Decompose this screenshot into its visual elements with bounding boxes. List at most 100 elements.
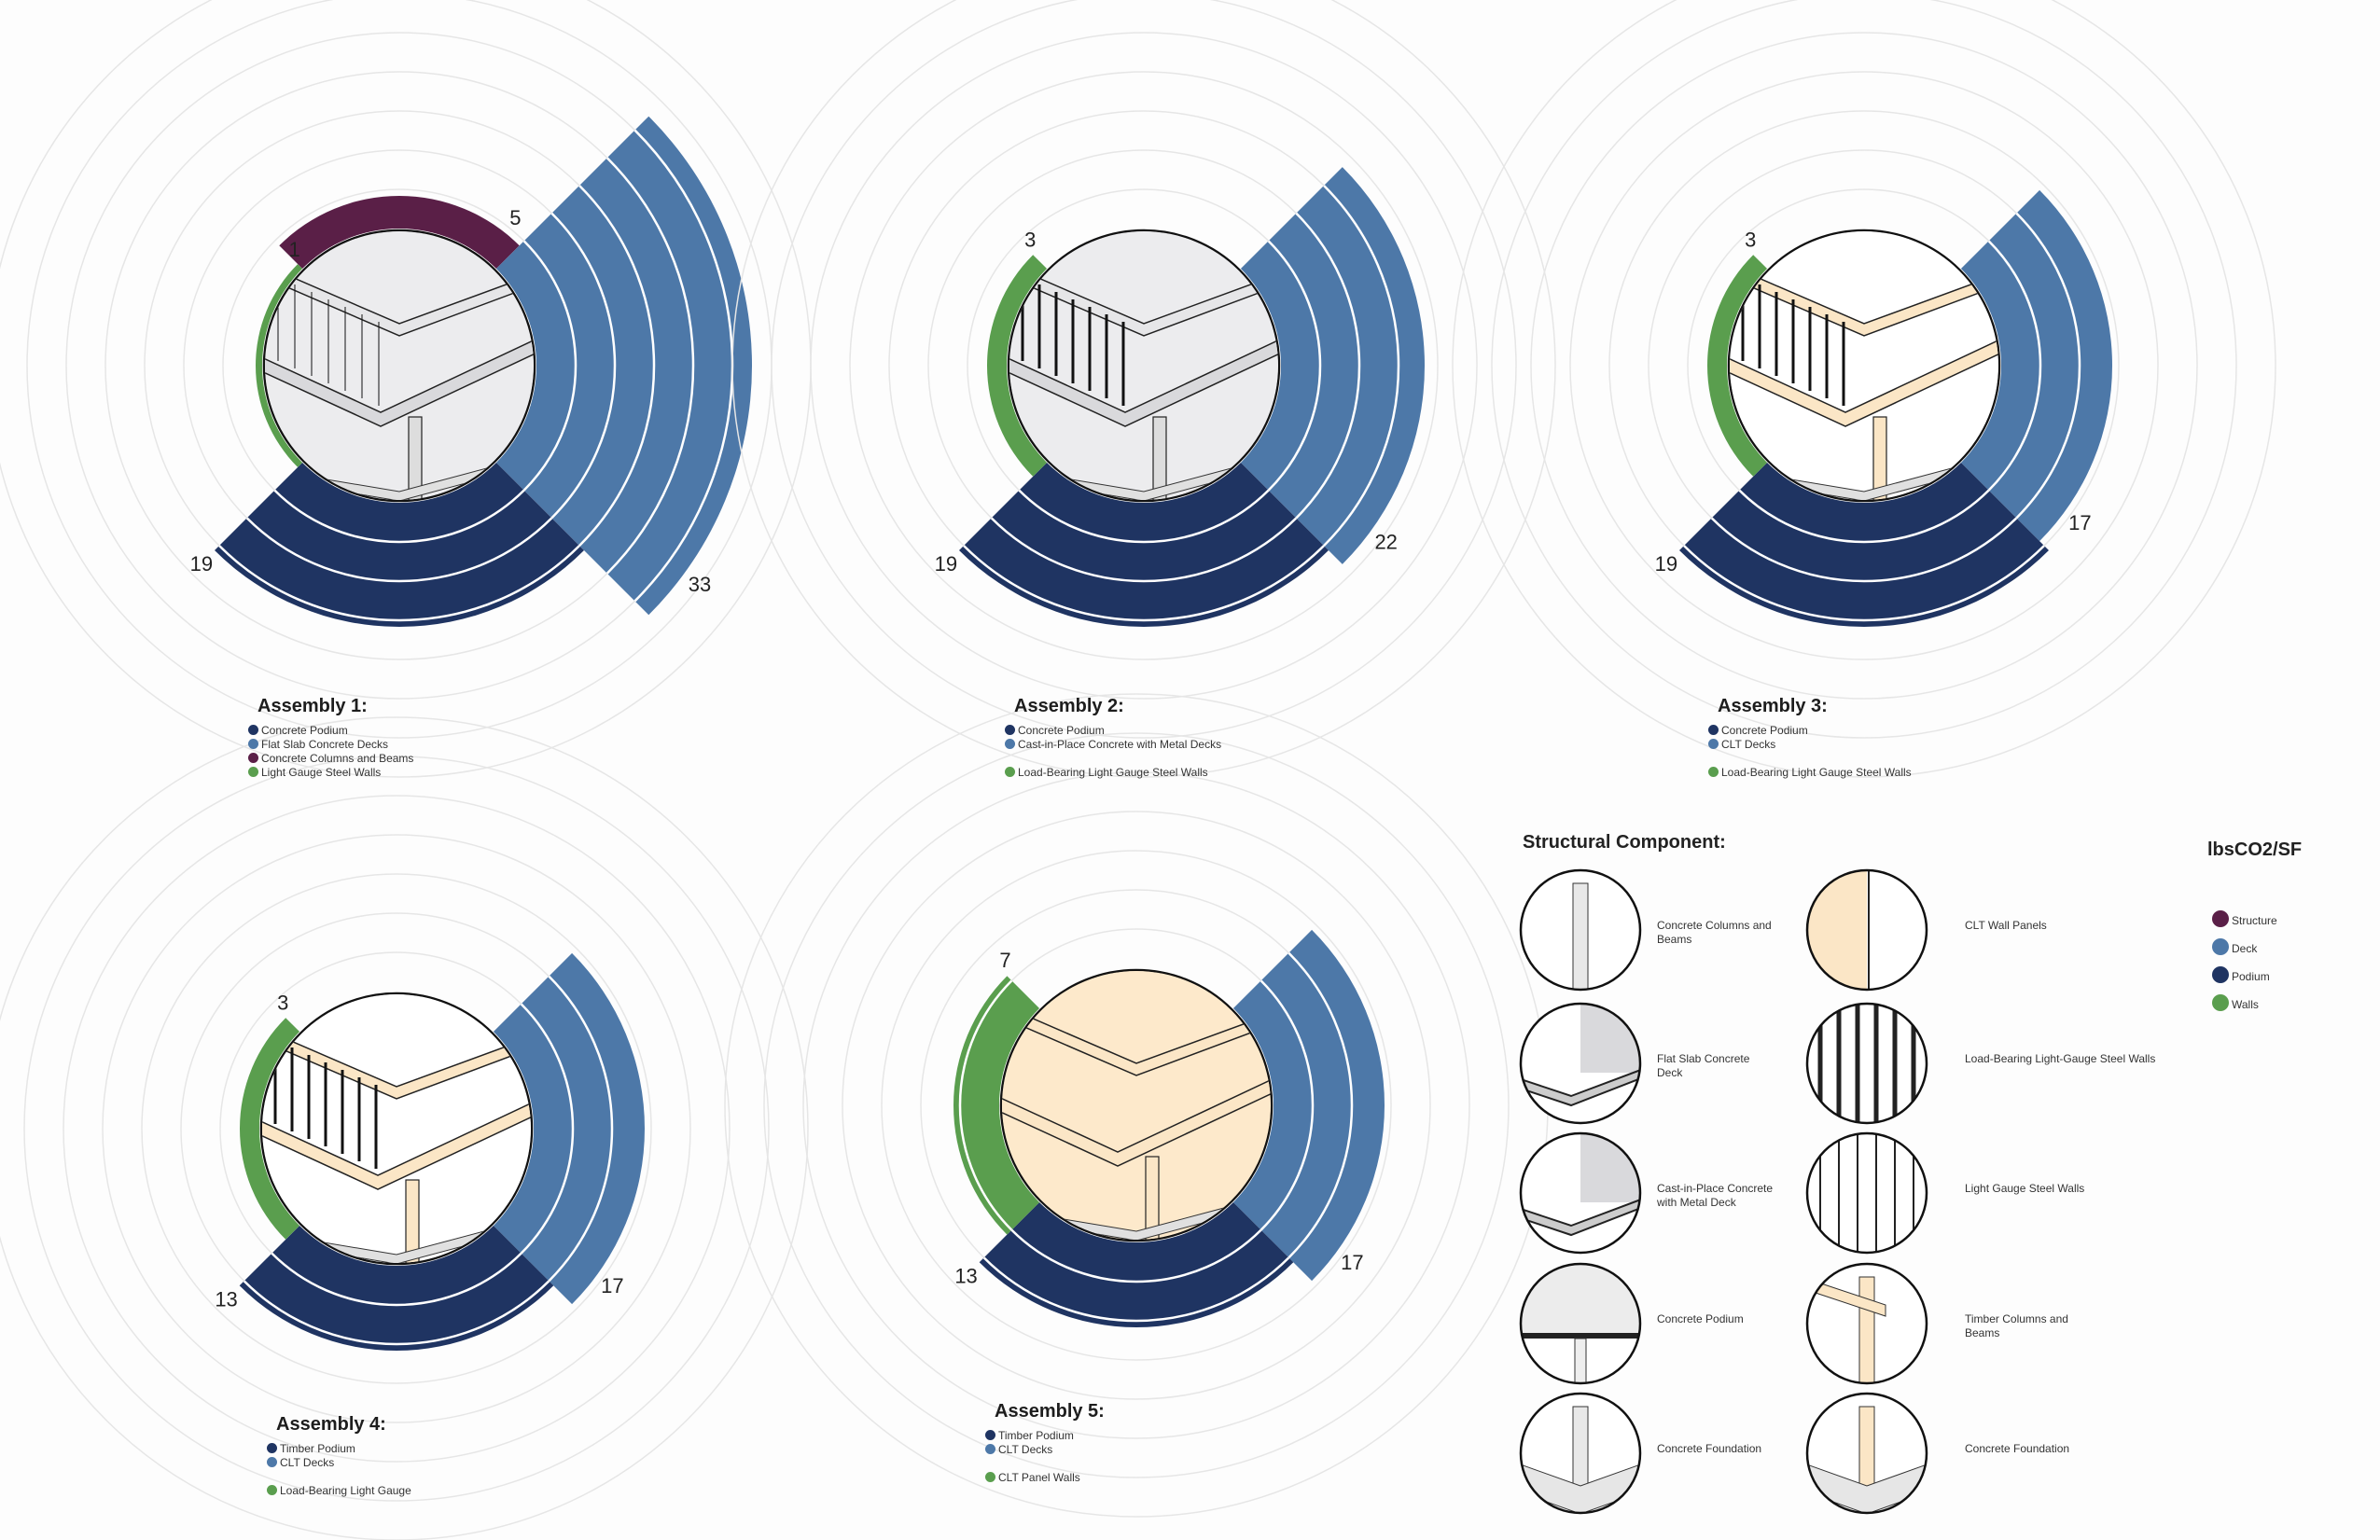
component-label: Cast-in-Place Concrete with Metal Deck [1657,1182,1774,1209]
component-label: Timber Columns and Beams [1965,1312,2068,1339]
assembly-title: Assembly 3: [1718,696,1828,716]
podium-dot-icon [2212,966,2229,983]
grid-ring [802,771,1470,1439]
legend-item: Concrete Podium [248,723,413,737]
assembly-title: Assembly 2: [1014,696,1124,716]
band-divider [1738,489,1990,544]
band-divider [548,975,614,1283]
bar-podium [239,1225,554,1351]
bar-podium [1679,462,2049,628]
legend-item: Flat Slab Concrete Decks [248,737,413,751]
component-label: Concrete Columns and Beams [1657,919,1772,946]
podium-dot-icon [267,1443,277,1453]
bar-podium [215,462,584,628]
radial-chart-assembly-4 [0,716,809,1540]
band-divider [218,545,580,622]
value-label-podium: 19 [1655,552,1677,576]
value-label-deck: 17 [601,1274,623,1297]
radial-chart-assembly-1 [0,0,812,778]
band-divider [522,240,578,492]
bar-walls [256,264,303,467]
walls-dot-icon [2212,994,2229,1011]
value-label-walls: 1 [288,238,299,261]
steel-wall-icon [1805,1131,1928,1255]
timber-foundation-icon [1805,1392,1928,1515]
bar-walls [953,976,1040,1235]
value-label-deck: 22 [1374,531,1397,554]
assembly-title: Assembly 4: [276,1414,386,1435]
bar-deck [1232,929,1385,1282]
legend-item: Concrete Podium [1708,723,1912,737]
assembly-title: Assembly 1: [257,696,368,716]
value-label-walls: 3 [277,992,288,1015]
band-divider [1683,545,2045,622]
band-divider [273,489,525,544]
value-label-deck: 33 [689,573,711,596]
deck-dot-icon [1708,739,1719,749]
legend-item: Cast-in-Place Concrete with Metal Decks [1005,737,1221,751]
category-walls: Walls [2212,994,2259,1011]
structural-component-title: Structural Component: [1523,832,1726,853]
deck-dot-icon [267,1457,277,1467]
walls-dot-icon [248,767,258,777]
component-label: Concrete Podium [1657,1312,1744,1325]
value-label-walls: 3 [1024,229,1036,252]
grid-ring [0,716,809,1540]
bar-walls [1706,255,1768,477]
band-divider [578,185,656,547]
legend-item: Concrete Podium [1005,723,1221,737]
band-divider [1267,240,1322,492]
value-label-podium: 13 [954,1264,977,1287]
legend-item: Timber Podium [985,1428,1105,1442]
value-label-podium: 19 [935,552,957,576]
legend-item: Load-Bearing Light Gauge [267,1483,411,1497]
bar-deck [495,116,753,616]
band-divider [1987,240,2042,492]
deck-dot-icon [985,1444,995,1454]
value-label-deck: 17 [2068,511,2091,534]
value-label-structure: 5 [509,206,521,229]
legend-item: Light Gauge Steel Walls [248,765,413,779]
bar-walls [986,255,1048,477]
grid-ring [23,756,770,1502]
grid-ring [141,873,652,1384]
grid-ring [1491,0,2237,739]
deck-dot-icon [248,739,258,749]
lb-steel-wall-icon [1805,1002,1928,1125]
band-divider [1323,185,1400,547]
value-label-podium: 13 [215,1287,237,1311]
value-label-walls: 7 [999,949,1010,972]
band-divider [271,1252,522,1307]
band-divider [982,1256,1290,1323]
structure-dot-icon [2212,910,2229,927]
podium-dot-icon [985,1430,995,1440]
grid-ring [102,834,691,1423]
legend-item: Load-Bearing Light Gauge Steel Walls [1708,765,1912,779]
assembly-title: Assembly 5: [995,1401,1105,1422]
podium-dot-icon [1708,725,1719,735]
component-label: Concrete Foundation [1657,1442,1762,1455]
grid-ring [763,732,1510,1478]
clt-wall-icon [1805,868,1928,992]
component-label: Concrete Foundation [1965,1442,2070,1455]
band-divider [1287,951,1354,1259]
category-podium: Podium [2212,966,2270,983]
band-divider [1710,517,2018,583]
band-divider [1010,1228,1262,1283]
radial-chart-assembly-5 [724,693,1549,1518]
legend-item: Load-Bearing Light Gauge Steel Walls [1005,765,1221,779]
band-divider [2015,212,2081,520]
walls-dot-icon [985,1472,995,1482]
band-divider [550,212,617,520]
podium-dot-icon [248,725,258,735]
timber-column-icon [1805,1262,1928,1385]
grid-ring [881,850,1392,1361]
band-divider [958,979,1013,1231]
